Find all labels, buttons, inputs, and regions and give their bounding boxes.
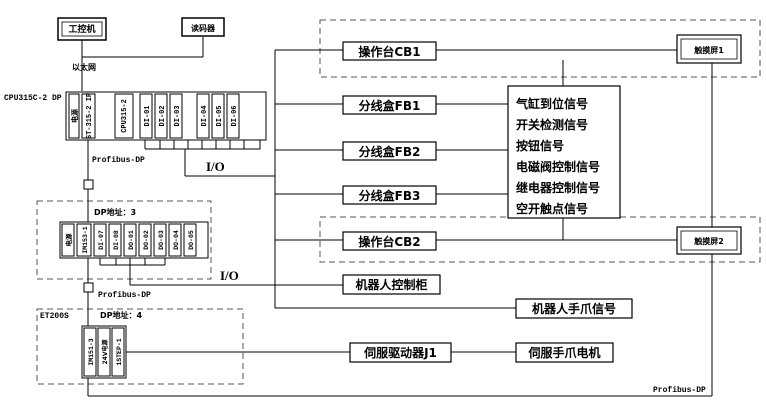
profibus-label-3: Profibus-DP <box>653 386 706 395</box>
cpu-module-di01-label: DI-01 <box>144 105 152 126</box>
et200s-module-24v: 24V电源 <box>97 327 111 377</box>
remote1-module-im153: IM153-1 <box>76 223 92 257</box>
remote1-module-do05-label: DO-05 <box>188 230 195 250</box>
io-label-1: I/O <box>206 159 225 174</box>
cpu-module-di04: DI-04 <box>196 93 210 139</box>
remote1-module-do02: DO-02 <box>138 223 152 257</box>
ipc-device: 工控机 <box>57 17 107 41</box>
remote1-module-di08-label: DI-08 <box>113 230 120 250</box>
box-fb1-label: 分线盒FB1 <box>359 98 421 113</box>
ethernet-label: 以太网 <box>72 62 96 72</box>
box-robot-cabinet-label: 机器人控制柜 <box>355 277 427 292</box>
signal-item: 电磁阀控制信号 <box>516 159 600 174</box>
signal-item: 空开触点信号 <box>516 201 588 216</box>
et200s-group-outline <box>36 308 244 385</box>
touch-screen-2-label: 触摸屏2 <box>694 236 724 246</box>
cpu-module-cpu-label: CPU315-2 <box>121 99 129 133</box>
remote1-group-outline <box>36 200 212 280</box>
box-robot-gripper-label: 机器人手爪信号 <box>532 301 616 316</box>
box-fb2-label: 分线盒FB2 <box>359 144 421 159</box>
ipc-label: 工控机 <box>68 23 95 35</box>
profibus-connector-1 <box>83 179 94 190</box>
box-cb2: 操作台CB2 <box>342 231 437 251</box>
et200s-module-1step-label: 1STEP-1 <box>116 338 123 365</box>
box-servo-driver: 伺服驱动器J1 <box>349 342 452 363</box>
et200s-module-im151-label: IM151-3 <box>88 338 95 365</box>
signal-item: 开关检测信号 <box>516 117 588 132</box>
cpu-module-ip-label: ST-315-2 IP <box>86 93 94 139</box>
cpu-module-di05: DI-05 <box>211 93 225 139</box>
box-fb3-label: 分线盒FB3 <box>359 188 421 203</box>
et200s-rack: IM151-3 24V电源 1STEP-1 <box>81 325 127 379</box>
box-cb1: 操作台CB1 <box>342 41 437 61</box>
box-fb2: 分线盒FB2 <box>342 141 437 161</box>
remote1-rack: 电源 IM153-1 DI-07 DI-08 DO-01 DO-02 DO-03… <box>59 221 209 259</box>
remote1-module-do03: DO-03 <box>153 223 167 257</box>
box-servo-motor-label: 伺服手爪电机 <box>527 345 600 360</box>
remote1-module-do03-label: DO-03 <box>158 230 165 250</box>
remote1-module-power-label: 电源 <box>64 233 73 247</box>
et200s-module-im151: IM151-3 <box>83 327 97 377</box>
remote1-module-do05: DO-05 <box>183 223 197 257</box>
cpu-module-di04-label: DI-04 <box>201 105 209 126</box>
touch-screen-2: 触摸屏2 <box>676 226 742 255</box>
et200s-label: ET200S <box>40 312 69 321</box>
cpu-module-di06-label: DI-06 <box>231 105 239 126</box>
cpu-module-di02-label: DI-02 <box>159 105 167 126</box>
reader-label: 读码器 <box>191 23 216 33</box>
cpu-module-di02: DI-02 <box>154 93 168 139</box>
box-fb3: 分线盒FB3 <box>342 185 437 205</box>
remote1-module-do04-label: DO-04 <box>173 230 180 250</box>
remote1-module-di07-label: DI-07 <box>98 230 105 250</box>
cpu-module-di03: DI-03 <box>169 93 183 139</box>
et200s-module-1step: 1STEP-1 <box>111 327 125 377</box>
cpu-module-power: 电源 <box>68 93 80 139</box>
remote1-module-do02-label: DO-02 <box>143 230 150 250</box>
touch-screen-1-label: 触摸屏1 <box>694 45 724 55</box>
box-servo-motor: 伺服手爪电机 <box>515 342 614 363</box>
cpu-module-ip: ST-315-2 IP <box>81 93 96 139</box>
profibus-connector-2 <box>83 282 94 293</box>
remote1-module-di07: DI-07 <box>93 223 107 257</box>
remote1-module-di08: DI-08 <box>108 223 122 257</box>
connection-lines <box>81 37 713 397</box>
profibus-label-1: Profibus-DP <box>92 156 145 165</box>
remote1-module-do04: DO-04 <box>168 223 182 257</box>
box-robot-cabinet: 机器人控制柜 <box>342 274 441 295</box>
cpu-module-di03-label: DI-03 <box>174 105 182 126</box>
cpu-module-power-label: 电源 <box>70 109 79 123</box>
box-cb1-label: 操作台CB1 <box>358 44 420 59</box>
io-label-2: I/O <box>220 268 239 283</box>
signal-item: 继电器控制信号 <box>516 180 600 195</box>
cpu-module-cpu: CPU315-2 <box>114 93 134 139</box>
touch-screen-1: 触摸屏1 <box>676 34 742 64</box>
signals-box: 气缸到位信号 开关检测信号 按钮信号 电磁阀控制信号 继电器控制信号 空开触点信… <box>507 85 621 219</box>
profibus-label-2: Profibus-DP <box>98 291 151 300</box>
cpu-name-label: CPU315C-2 DP <box>4 94 62 103</box>
cb1-group-outline <box>319 19 761 78</box>
remote1-address: DP地址：3 <box>94 207 136 217</box>
remote1-module-do01-label: DO-01 <box>128 230 135 250</box>
box-robot-gripper: 机器人手爪信号 <box>515 298 633 319</box>
remote1-module-im153-label: IM153-1 <box>82 226 89 253</box>
et200s-module-24v-label: 24V电源 <box>101 340 109 365</box>
box-fb1: 分线盒FB1 <box>342 95 437 115</box>
signal-item: 按钮信号 <box>516 138 564 153</box>
box-servo-driver-label: 伺服驱动器J1 <box>363 345 437 360</box>
cpu-module-di01: DI-01 <box>139 93 153 139</box>
remote1-module-do01: DO-01 <box>123 223 137 257</box>
remote1-module-power: 电源 <box>61 223 75 257</box>
cpu-module-di06: DI-06 <box>226 93 240 139</box>
cpu-modules: 电源 ST-315-2 IP CPU315-2 DI-01 DI-02 DI-0… <box>68 93 240 139</box>
signal-item: 气缸到位信号 <box>515 96 588 111</box>
et200s-address: DP地址：4 <box>100 310 143 320</box>
box-cb2-label: 操作台CB2 <box>358 234 420 249</box>
cpu-module-di05-label: DI-05 <box>216 105 224 126</box>
barcode-reader-device: 读码器 <box>181 17 225 37</box>
